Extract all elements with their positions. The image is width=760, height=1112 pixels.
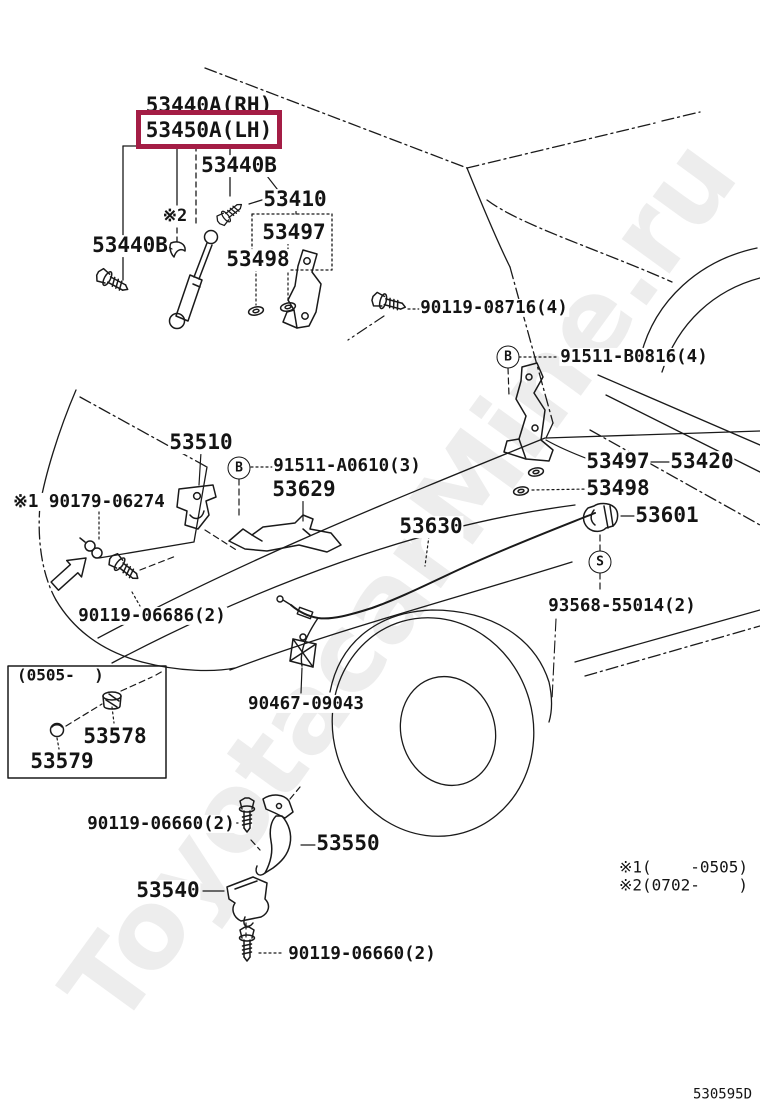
safety-hook-53550 [255, 794, 294, 876]
ball-stud-icon [214, 198, 246, 228]
part-label-53540: 53540 [135, 878, 201, 903]
circled-letter-s: S [588, 550, 612, 574]
part-label-53440b-right: 53440B [200, 153, 278, 178]
release-cable-53630 [276, 512, 596, 667]
direction-arrow [50, 557, 87, 591]
part-label-53578: 53578 [82, 724, 148, 749]
bolt-icon-06686 [105, 550, 144, 585]
ref-mark-2-label: ※2 [161, 206, 189, 227]
highlight-box-53450a[interactable]: 53450A(LH) [136, 110, 282, 149]
hinge-parts-box [251, 213, 333, 271]
plug-53579 [49, 722, 65, 738]
part-label-90119-06686: 90119-06686(2) [77, 605, 227, 626]
part-label-53498-right: 53498 [585, 476, 651, 501]
cable-clamp-53601 [582, 502, 619, 533]
hood-support-strut [168, 229, 219, 330]
figure-code: 530595D [693, 1086, 753, 1103]
part-label-93568-55014: 93568-55014(2) [547, 595, 697, 616]
part-label-53410: 53410 [262, 187, 328, 212]
part-label-90467-09043: 90467-09043 [247, 693, 365, 714]
part-label-53579: 53579 [29, 749, 95, 774]
part-label-91511-a0610: 91511-A0610(3) [272, 455, 422, 476]
hood-hinge-right [503, 362, 554, 497]
bolt-icon-08716 [369, 290, 409, 316]
part-label-90179-06274: ※1 90179-06274 [12, 491, 166, 512]
part-label-53497-top: 53497 [261, 220, 327, 245]
bolt-icon-06660-top [238, 797, 256, 833]
part-label-53550: 53550 [315, 831, 381, 856]
part-label-53450a-lh: 53450A(LH) [145, 117, 273, 142]
part-label-90119-08716: 90119-08716(4) [419, 297, 569, 318]
variant-box-caption: (0505- ) [16, 665, 105, 685]
grommet-clip-53440b [169, 241, 186, 258]
part-label-53420: 53420 [669, 449, 735, 474]
part-label-53440b-left: 53440B [91, 233, 169, 258]
part-label-90119-06660-bottom: 90119-06660(2) [287, 943, 437, 964]
bolt-icon-53440b [93, 266, 132, 297]
part-label-53498-top: 53498 [225, 247, 291, 272]
part-label-53601: 53601 [634, 503, 700, 528]
part-label-53630: 53630 [398, 514, 464, 539]
variant-box [7, 665, 167, 779]
clip-90179 [79, 537, 103, 559]
part-label-91511-b0816: 91511-B0816(4) [559, 346, 709, 367]
footnote-2: ※2(0702- ) [618, 875, 749, 895]
hood-lock-53510 [176, 484, 217, 530]
circled-letter-b2: B [227, 456, 251, 480]
hook-catch-53540 [226, 876, 270, 928]
part-label-53629: 53629 [271, 477, 337, 502]
part-label-53497-right: 53497 [585, 449, 651, 474]
circled-letter-b1: B [496, 345, 520, 369]
footnote-1: ※1( -0505) [618, 857, 749, 877]
cable-clamp-90467 [289, 633, 317, 668]
part-label-53510: 53510 [168, 430, 234, 455]
bolt-icon-06660-bottom [238, 926, 256, 962]
leader-lines [56, 175, 671, 954]
part-label-90119-06660-top: 90119-06660(2) [86, 813, 236, 834]
hood-hinge-left [247, 249, 322, 329]
lock-support-53629 [228, 514, 342, 553]
